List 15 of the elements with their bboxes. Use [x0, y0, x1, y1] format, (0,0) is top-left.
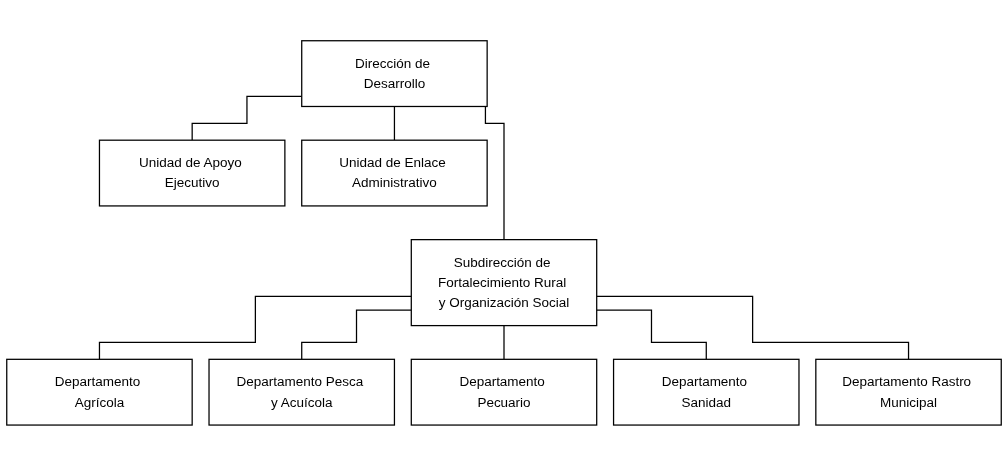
connector [503, 324, 505, 360]
node-box: Departamento Sanidad [612, 358, 800, 426]
node-box: Departamento Pesca y Acuícola [208, 358, 396, 426]
node-box: Dirección de Desarrollo [301, 39, 488, 107]
node-box: Departamento Rastro Municipal [815, 358, 1002, 426]
connector [596, 295, 910, 360]
node-box: Departamento Pecuario [410, 358, 598, 426]
connector [393, 105, 396, 141]
connector [596, 309, 707, 360]
node-box: Subdirección de Fortalecimiento Rural y Organización Social [410, 238, 598, 326]
node-box: Departamento Agrícola [6, 358, 193, 426]
node-box: Unidad de Enlace Administrativo [301, 139, 488, 207]
node-box: Unidad de Apoyo Ejecutivo [98, 139, 286, 207]
connector [301, 309, 412, 360]
connector [98, 295, 412, 360]
